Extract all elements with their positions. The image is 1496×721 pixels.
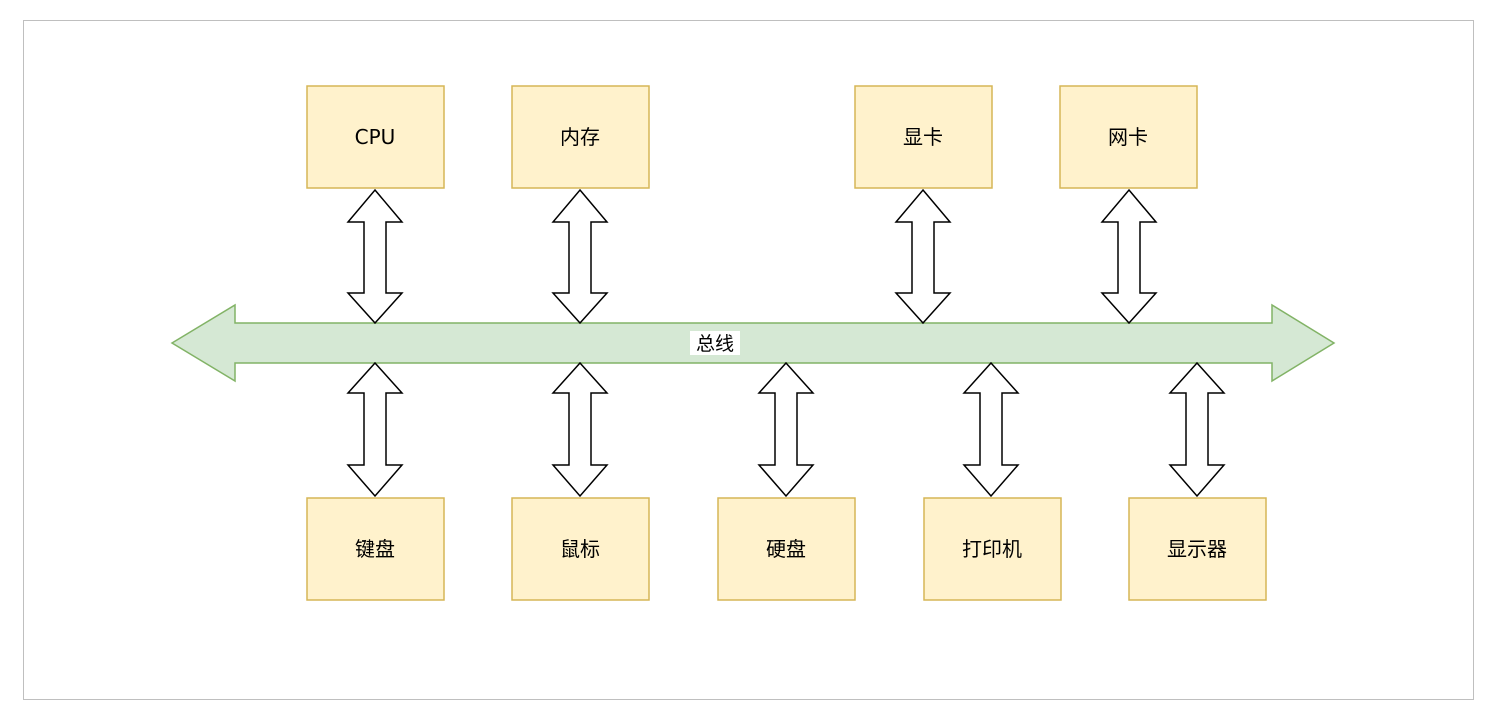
mouse-bus-link-arrow	[551, 361, 609, 498]
bottom-connectors	[346, 361, 1226, 498]
cpu-box	[306, 85, 445, 189]
component-printer: 打印机	[923, 497, 1062, 601]
component-memory: 内存	[511, 85, 650, 189]
cpu-bus-link-arrow	[346, 188, 404, 325]
graphics-card-bus-link-arrow	[894, 188, 952, 325]
mouse-box	[511, 497, 650, 601]
monitor-bus-link-arrow	[1168, 361, 1226, 498]
hard-disk-label: 硬盘	[766, 537, 806, 561]
memory-bus-link-arrow	[551, 188, 609, 325]
component-hard-disk: 硬盘	[717, 497, 856, 601]
printer-label: 打印机	[962, 537, 1022, 561]
network-card-box	[1059, 85, 1198, 189]
component-monitor: 显示器	[1128, 497, 1267, 601]
component-cpu: CPU	[306, 85, 445, 189]
network-card-label: 网卡	[1108, 125, 1148, 149]
top-connectors	[346, 188, 1158, 325]
component-keyboard: 键盘	[306, 497, 445, 601]
top-components: CPU 内存 显卡 网卡	[306, 85, 1198, 189]
memory-label: 内存	[560, 125, 600, 149]
cpu-label: CPU	[355, 125, 396, 149]
system-bus: 总线	[170, 303, 1336, 383]
monitor-box	[1128, 497, 1267, 601]
graphics-card-label: 显卡	[903, 125, 943, 149]
monitor-label: 显示器	[1167, 537, 1227, 561]
keyboard-bus-link-arrow	[346, 361, 404, 498]
bottom-components: 键盘 鼠标 硬盘 打印机 显示器	[306, 497, 1267, 601]
memory-box	[511, 85, 650, 189]
hard-disk-bus-link-arrow	[757, 361, 815, 498]
mouse-label: 鼠标	[560, 537, 600, 561]
printer-bus-link-arrow	[962, 361, 1020, 498]
bus-arrow-shape	[170, 303, 1336, 383]
keyboard-box	[306, 497, 445, 601]
diagram-frame	[23, 20, 1474, 700]
bus-label-background	[690, 331, 740, 355]
hard-disk-box	[717, 497, 856, 601]
component-network-card: 网卡	[1059, 85, 1198, 189]
component-graphics-card: 显卡	[854, 85, 993, 189]
bus-label: 总线	[696, 333, 734, 355]
keyboard-label: 键盘	[355, 537, 395, 561]
printer-box	[923, 497, 1062, 601]
graphics-card-box	[854, 85, 993, 189]
network-card-bus-link-arrow	[1100, 188, 1158, 325]
component-mouse: 鼠标	[511, 497, 650, 601]
